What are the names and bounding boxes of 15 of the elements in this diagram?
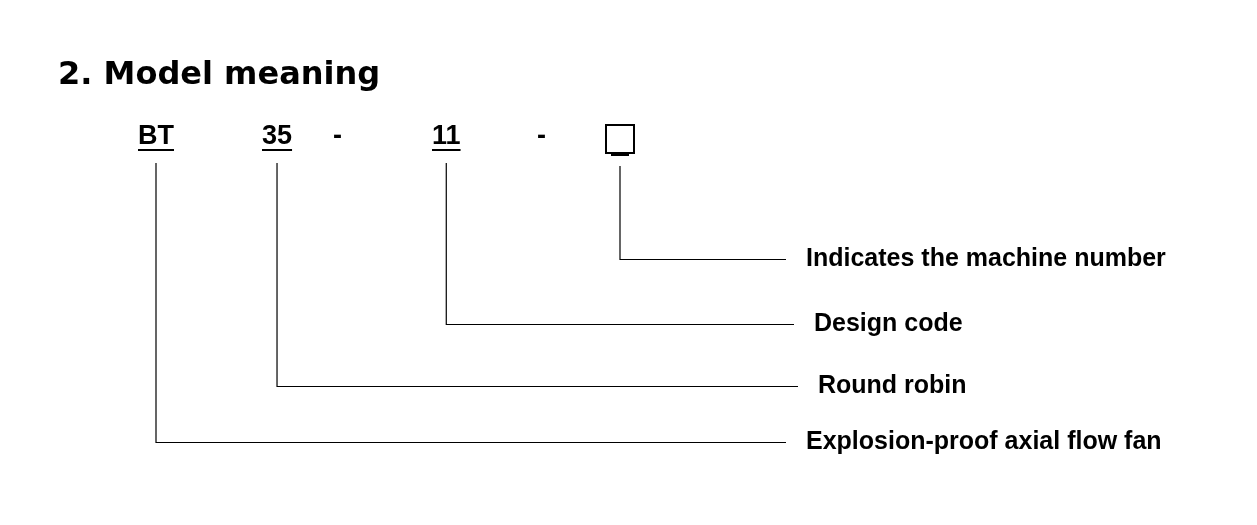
title: 2. Model meaning [58, 54, 381, 92]
square-symbol [605, 124, 635, 154]
hyphen-separator: - [537, 120, 546, 151]
code-description: Round robin [818, 370, 967, 399]
model-code: 35 [262, 120, 293, 151]
code-description: Design code [814, 308, 963, 337]
model-code: 11 [432, 120, 461, 151]
code-description: Explosion-proof axial flow fan [806, 426, 1162, 455]
leader-line [445, 162, 795, 326]
leader-line [619, 165, 787, 261]
model-code: BT [138, 120, 174, 151]
leader-line [155, 162, 787, 444]
hyphen-separator: - [333, 120, 342, 151]
code-description: Indicates the machine number [806, 243, 1166, 272]
leader-line [276, 162, 799, 388]
